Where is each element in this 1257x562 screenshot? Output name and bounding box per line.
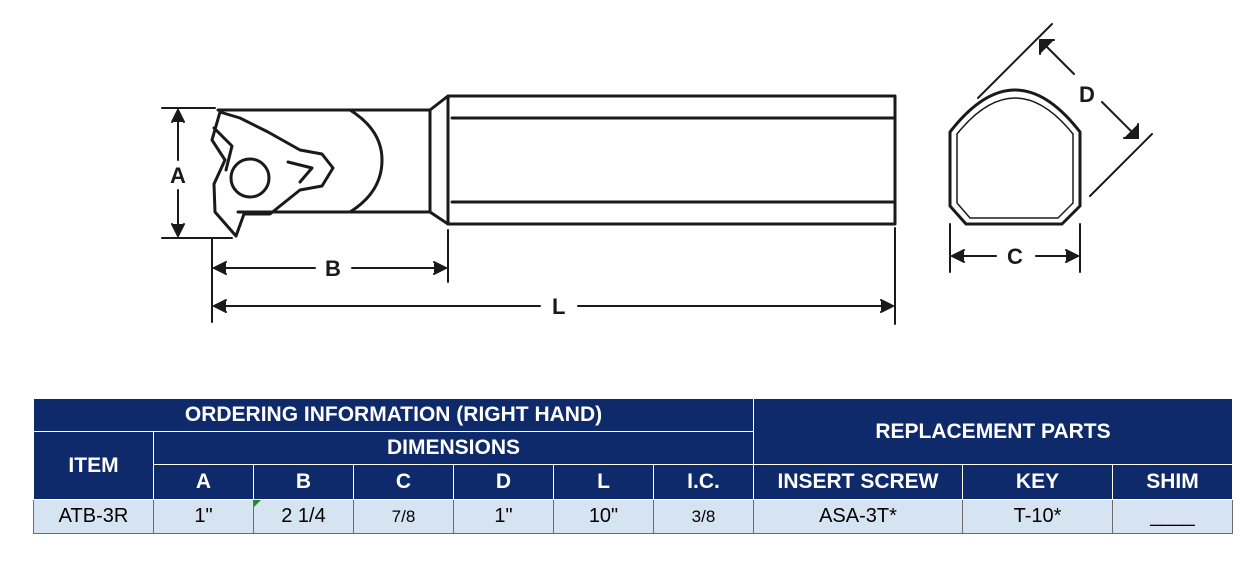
cell-l: 10" — [553, 499, 654, 534]
label-a: A — [170, 163, 186, 188]
dimension-b — [211, 229, 449, 323]
cell-a: 1" — [153, 499, 254, 534]
cell-insert-screw: ASA-3T* — [753, 499, 963, 534]
replacement-parts-header: REPLACEMENT PARTS — [753, 398, 1233, 465]
col-header-insert-screw: INSERT SCREW — [753, 464, 963, 500]
item-header: ITEM — [33, 431, 154, 500]
label-c: C — [1007, 244, 1023, 269]
col-header-ic: I.C. — [653, 464, 754, 500]
cell-c: 7/8 — [353, 499, 454, 534]
col-header-l: L — [553, 464, 654, 500]
cell-key: T-10* — [962, 499, 1113, 534]
col-header-b: B — [253, 464, 354, 500]
tool-drawing: A B L C D — [161, 23, 1153, 325]
dimension-c — [949, 223, 1081, 273]
cell-b: 2 1/4 — [253, 499, 354, 534]
cell-d: 1" — [453, 499, 554, 534]
col-header-a: A — [153, 464, 254, 500]
col-header-shim: SHIM — [1112, 464, 1233, 500]
insert-head — [210, 110, 335, 238]
label-b: B — [325, 256, 341, 281]
cell-shim: ____ — [1112, 499, 1233, 534]
cell-item: ATB-3R — [33, 499, 154, 534]
table-row: ATB-3R 1" 2 1/4 7/8 1" 10" 3/8 ASA-3T* T… — [33, 499, 1233, 534]
ordering-table: ORDERING INFORMATION (RIGHT HAND) REPLAC… — [33, 398, 1233, 534]
col-header-c: C — [353, 464, 454, 500]
ordering-title: ORDERING INFORMATION (RIGHT HAND) — [33, 398, 754, 432]
col-header-key: KEY — [962, 464, 1113, 500]
dimension-d — [977, 23, 1153, 197]
label-d: D — [1079, 82, 1095, 107]
tool-body-outline — [216, 94, 897, 226]
col-header-d: D — [453, 464, 554, 500]
dimension-l — [213, 227, 896, 325]
dimension-a — [161, 107, 233, 239]
dimensions-header: DIMENSIONS — [153, 431, 754, 465]
end-view-outline — [948, 88, 1082, 226]
cell-ic: 3/8 — [653, 499, 754, 534]
label-l: L — [552, 294, 565, 319]
